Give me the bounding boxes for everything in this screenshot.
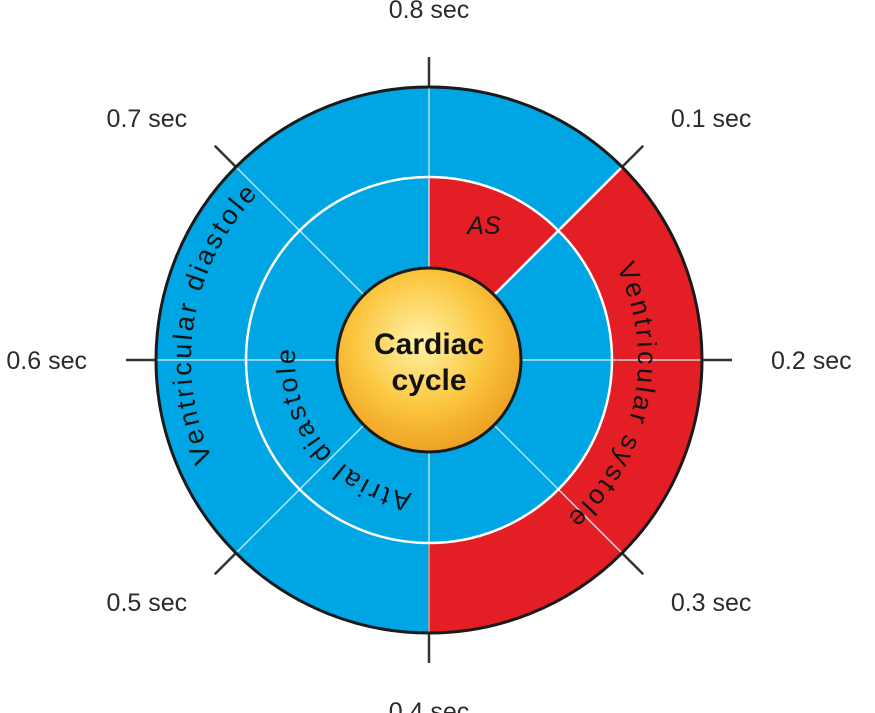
center-title-line1: Cardiac xyxy=(374,328,484,361)
tick-label: 0.6 sec xyxy=(6,347,87,375)
tick-label: 0.4 sec xyxy=(389,698,470,713)
ring-divider xyxy=(244,175,614,545)
tick-label: 0.5 sec xyxy=(107,589,188,617)
inner-ring-atrial-systole-sector xyxy=(429,177,559,295)
tick-label: 0.7 sec xyxy=(107,105,188,133)
atrial-systole-boundary xyxy=(493,166,623,296)
tick-label: 0.8 sec xyxy=(389,0,470,24)
tick-label: 0.3 sec xyxy=(671,589,752,617)
atrial-systole-label: AS xyxy=(465,212,501,240)
tick-label: 0.2 sec xyxy=(771,347,852,375)
tick-label: 0.1 sec xyxy=(671,105,752,133)
center-circle xyxy=(335,266,523,454)
center-title-line2: cycle xyxy=(391,364,466,397)
outer-outline xyxy=(154,85,704,635)
tick-labels: 0.1 sec 0.2 sec 0.3 sec 0.4 sec 0.5 sec 0.6 s… xyxy=(6,0,851,713)
